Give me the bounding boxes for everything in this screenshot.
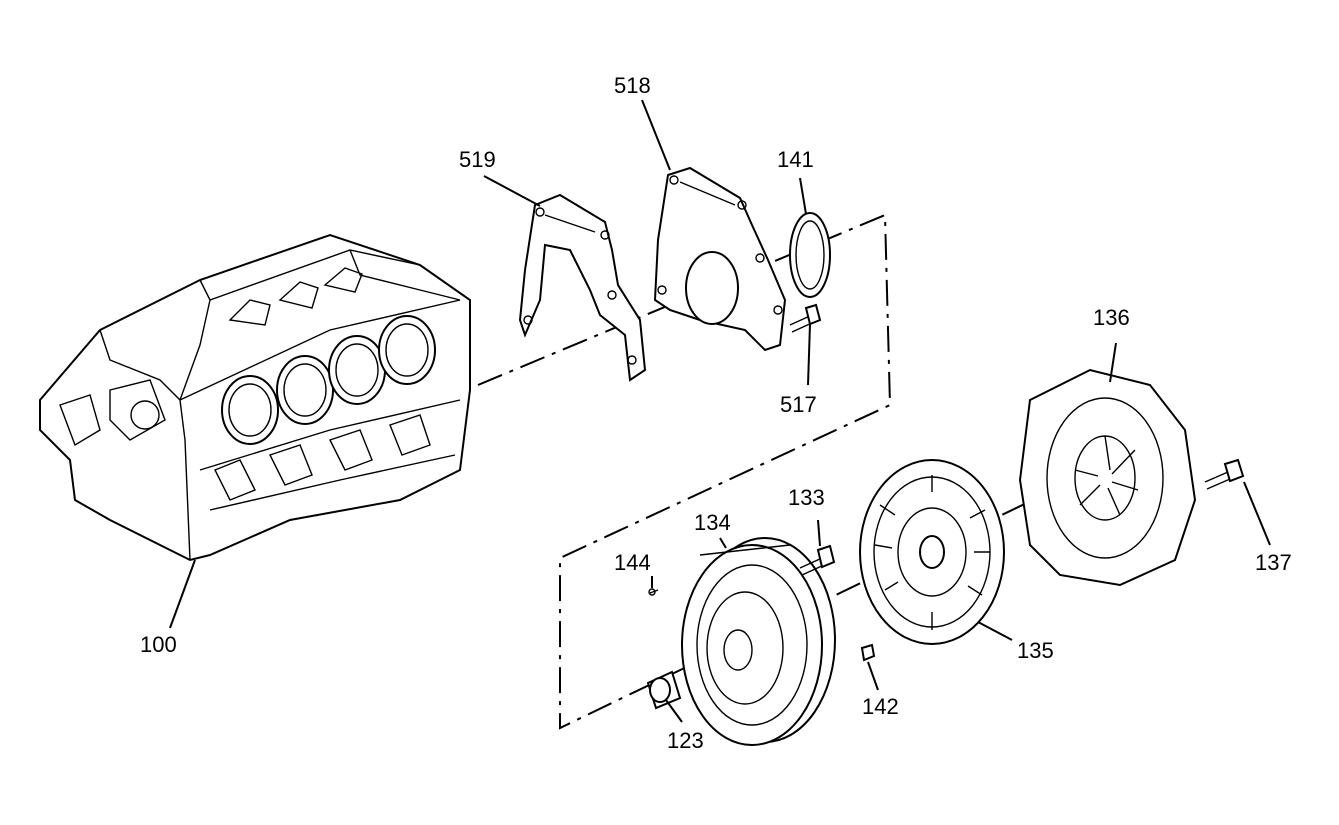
callout-136: 136 (1093, 305, 1130, 330)
callout-133: 133 (788, 485, 825, 510)
rear-cover-gasket (518, 193, 647, 382)
callout-135: 135 (1017, 638, 1054, 663)
flywheel (681, 537, 836, 746)
callout-518: 518 (614, 73, 651, 98)
rear-cover (653, 166, 787, 352)
leader-lines (169, 99, 1271, 723)
clutch-disc (859, 459, 1005, 645)
callout-517: 517 (780, 392, 817, 417)
pressure-plate-bolt (1204, 458, 1245, 490)
cover-bolt (789, 303, 822, 333)
callout-141: 141 (777, 147, 814, 172)
callout-144: 144 (614, 550, 651, 575)
callout-123: 123 (667, 728, 704, 753)
pilot-bearing (646, 670, 682, 710)
callout-137: 137 (1255, 550, 1292, 575)
callout-labels: 100 123 133 134 135 136 137 141 142 144 … (140, 73, 1292, 753)
callout-142: 142 (862, 694, 899, 719)
engine-block (39, 233, 471, 562)
callout-519: 519 (459, 147, 496, 172)
locating-dowel (860, 643, 876, 662)
rear-main-seal (789, 212, 831, 298)
flywheel-bolt (799, 544, 836, 576)
callout-134: 134 (694, 510, 731, 535)
pressure-plate (1018, 368, 1197, 587)
callout-100: 100 (140, 632, 177, 657)
dowel-pin (648, 588, 659, 596)
